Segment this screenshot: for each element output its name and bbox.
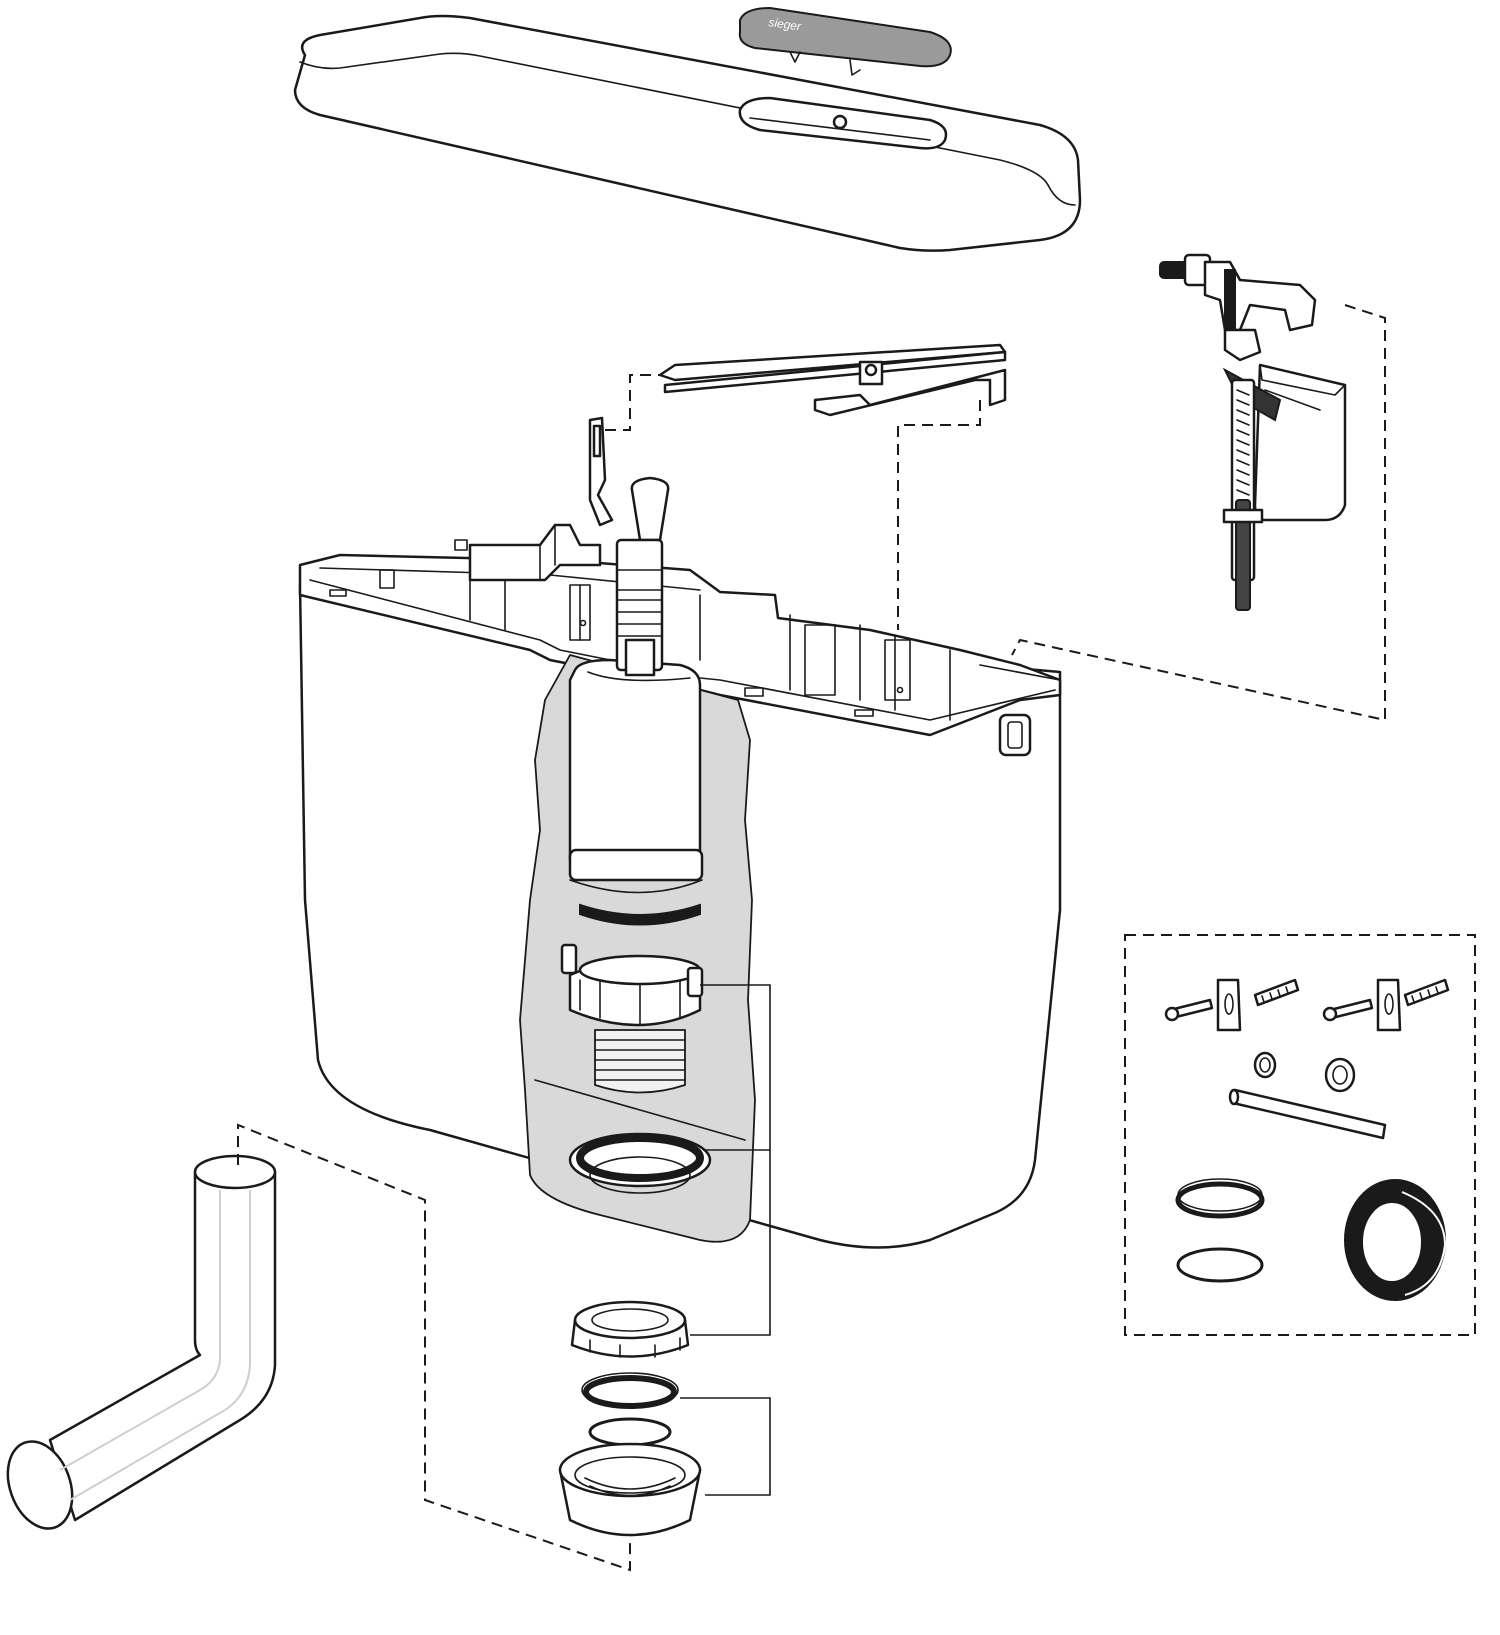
fill-valve [1159,253,1347,611]
valve-locknut [570,1300,690,1358]
pipe-coupling-nut [558,1442,702,1537]
cistern-body [298,539,1062,1249]
lid-button-pin [832,114,848,130]
flush-pipe [6,1154,277,1530]
flush-valve [468,476,670,677]
mounting-kit [1124,934,1476,1336]
flush-lever-arm [588,416,614,527]
flush-lever-bracket [658,343,1007,417]
rubber-washer [588,1417,672,1447]
cistern-lid [293,14,1082,252]
flush-button-plate: sieger [738,7,952,76]
brand-mark: sieger [768,15,803,34]
seal-ring [581,1372,679,1409]
